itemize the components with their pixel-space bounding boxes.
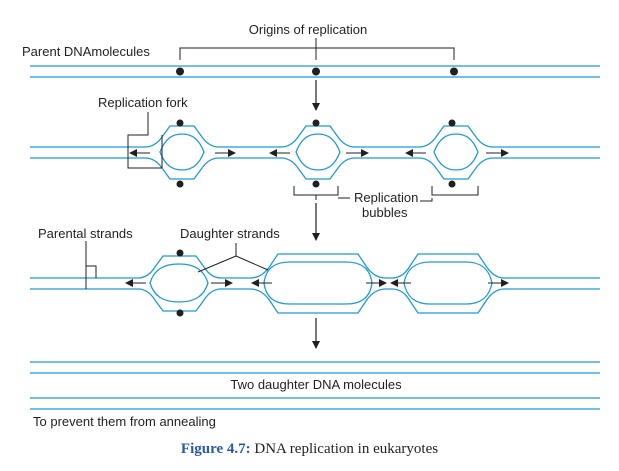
replication-bubbles-label-line1: Replication: [354, 190, 418, 205]
replication-fork-label: Replication fork: [98, 95, 188, 110]
parental-strands-label: Parental strands: [38, 226, 133, 241]
figure-caption: Figure 4.7: DNA replication in eukaryote…: [0, 441, 619, 458]
parent-dna-strands: [30, 65, 600, 78]
origins-bracket: [179, 38, 455, 60]
origin-dots: [176, 67, 458, 76]
daughter-molecule-strands: [30, 361, 600, 410]
replication-fork-pointer: [127, 112, 163, 169]
row2-strands: [30, 125, 600, 180]
figure-number: Figure 4.7:: [180, 441, 251, 457]
parent-molecules-label: Parent DNAmolecules: [22, 44, 150, 59]
row3-strands: [30, 253, 600, 314]
daughter-strands-pointer: [197, 243, 269, 273]
parental-strands-pointer: [85, 241, 97, 289]
daughter-strands-label: Daughter strands: [180, 226, 280, 241]
row3-dots: [176, 249, 184, 317]
origins-label: Origins of replication: [249, 22, 368, 37]
replication-bubbles-brackets: [293, 186, 479, 202]
annealing-note: To prevent them from annealing: [33, 414, 216, 429]
two-daughter-label: Two daughter DNA molecules: [230, 377, 402, 392]
figure-title: DNA replication in eukaryotes: [254, 441, 439, 457]
replication-bubbles-label-line2: bubbles: [362, 205, 408, 220]
row2-dots: [176, 119, 456, 188]
